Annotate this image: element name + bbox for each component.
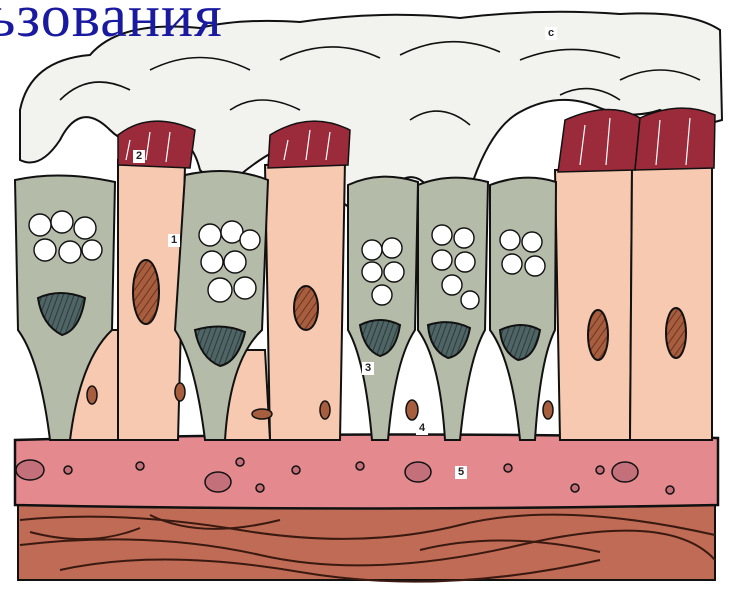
connective-tissue-layer: [18, 505, 715, 580]
ciliated-cell: [630, 165, 712, 440]
label-cilia: 2: [133, 150, 145, 163]
page-title: ьзования: [0, 0, 223, 46]
ciliated-cell: [555, 168, 632, 440]
goblet-cell: [348, 177, 418, 440]
label-mucus: с: [545, 27, 557, 40]
goblet-cell: [490, 178, 556, 440]
goblet-cell: [418, 178, 488, 440]
label-lamina-propria: 5: [455, 466, 467, 479]
label-ciliated-cell: 1: [168, 234, 180, 247]
label-goblet-cell: 3: [362, 362, 374, 375]
label-basal-cell: 4: [416, 422, 428, 435]
